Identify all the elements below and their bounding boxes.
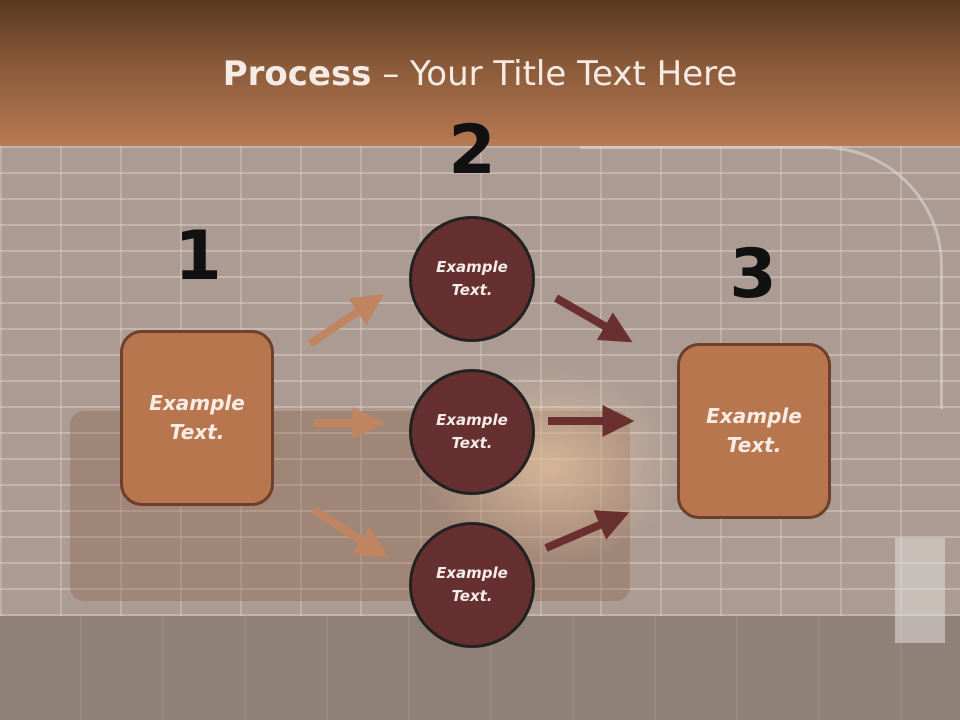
step-2-circle-top[interactable]: Example Text. xyxy=(409,216,535,342)
step-1-box[interactable]: Example Text. xyxy=(120,330,274,506)
step-2-circle-bottom[interactable]: Example Text. xyxy=(409,522,535,648)
arrow-circle-top-to-3 xyxy=(553,294,633,343)
title-rest: – Your Title Text Here xyxy=(371,54,738,94)
step-3-box[interactable]: Example Text. xyxy=(677,343,831,519)
step-number-2: 2 xyxy=(448,111,496,190)
step-2-circle-middle[interactable]: Example Text. xyxy=(409,369,535,495)
title-bar: Process – Your Title Text Here xyxy=(0,0,960,146)
arrow-circle-bottom-to-3 xyxy=(544,510,630,552)
step-2-circle-top-text: Example Text. xyxy=(436,258,508,299)
step-2-circle-middle-text: Example Text. xyxy=(436,411,508,452)
floor-lamp-base xyxy=(895,538,945,643)
floor-lamp-arc xyxy=(580,146,943,409)
arrow-1-to-circle-bottom xyxy=(311,506,389,558)
arrow-1-to-circle-top xyxy=(307,293,384,348)
step-2-circle-bottom-text: Example Text. xyxy=(436,564,508,605)
step-number-1: 1 xyxy=(174,217,222,296)
step-1-text: Example Text. xyxy=(149,391,245,444)
step-3-text: Example Text. xyxy=(706,404,802,457)
slide-title: Process – Your Title Text Here xyxy=(0,52,960,96)
title-bold: Process xyxy=(222,54,372,94)
step-number-3: 3 xyxy=(729,235,777,314)
